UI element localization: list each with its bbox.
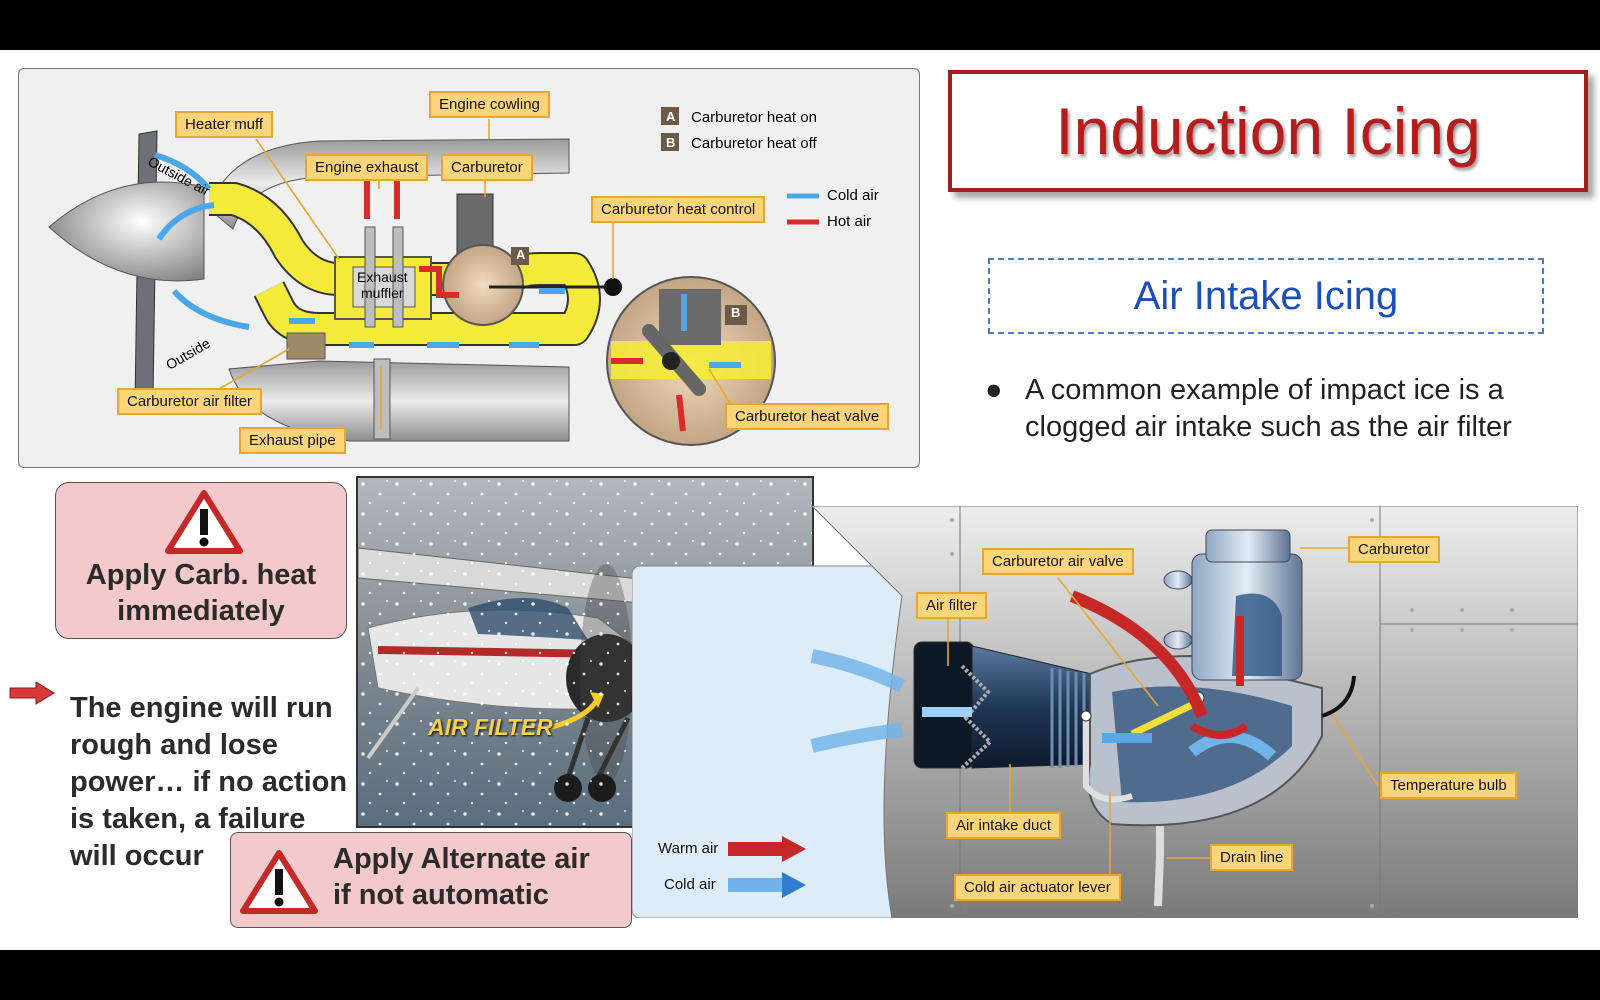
callout-temp-bulb: Temperature bulb [1380,772,1517,799]
title-box: Induction Icing [948,70,1588,192]
legend-a-key: A [666,109,676,124]
callout-drain-line: Drain line [1210,844,1294,871]
warning-icon-2 [240,850,318,914]
consequence-text: The engine will run rough and lose power… [70,692,348,872]
callout-carb-heat-valve: Carburetor heat valve [725,403,890,430]
callout-engine-cowling: Engine cowling [429,91,550,118]
callout-carb-air-valve: Carburetor air valve [982,548,1134,575]
subtitle-box: Air Intake Icing [988,258,1544,334]
bullet-marker: ● [985,374,1003,406]
legend-a-text: Carburetor heat on [691,109,817,126]
warning-alternate-line2: if not automatic [333,879,549,911]
legend-b-text: Carburetor heat off [691,135,817,152]
callout-exhaust-pipe: Exhaust pipe [239,427,346,454]
warning-carb-heat-line1: Apply Carb. heat [85,559,317,591]
callout-air-intake-duct: Air intake duct [946,812,1062,839]
page-title: Induction Icing [1055,94,1481,168]
slide: A Carburetor heat on B Carburetor heat o… [0,50,1600,950]
callout-carb-heat-control: Carburetor heat control [591,196,766,223]
carb-heat-diagram-art [48,107,819,446]
page-subtitle: Air Intake Icing [1133,273,1399,318]
warning-alternate-line1: Apply Alternate air [333,843,590,875]
air-intake-diagram: Carburetor air valve Carburetor Air filt… [632,506,1578,918]
callout-cold-air-lever: Cold air actuator lever [954,874,1121,901]
callout-engine-exhaust: Engine exhaust [305,154,429,181]
air-filter-photo-label: AIR FILTER [428,714,553,740]
red-arrow-icon [9,681,55,705]
callout-heater-muff: Heater muff [175,111,274,138]
inset-b-tag: B [731,305,741,320]
callout-carb-air-filter: Carburetor air filter [117,388,263,415]
legend-b-key: B [666,135,676,150]
label-exhaust-muffler-2: muffler [361,285,404,301]
carb-heat-diagram: A Carburetor heat on B Carburetor heat o… [18,68,920,468]
warning-carb-heat: Apply Carb. heat immediately [55,482,347,639]
callout-carburetor-bottom: Carburetor [1348,536,1440,563]
warning-icon [165,490,243,554]
callout-carburetor: Carburetor [441,154,533,181]
callout-air-filter: Air filter [916,592,987,619]
legend-hot-air: Hot air [827,213,872,230]
legend-cold-air-bottom: Cold air [664,876,716,893]
warning-alternate-air: Apply Alternate air if not automatic [230,832,632,928]
warning-carb-heat-line2: immediately [117,595,285,627]
bullet-text: A common example of impact ice is a clog… [1025,374,1512,443]
legend-warm-air: Warm air [658,840,719,857]
label-exhaust-muffler-1: Exhaust [357,269,408,285]
legend-cold-air: Cold air [827,187,879,204]
inset-a-tag: A [516,247,526,262]
